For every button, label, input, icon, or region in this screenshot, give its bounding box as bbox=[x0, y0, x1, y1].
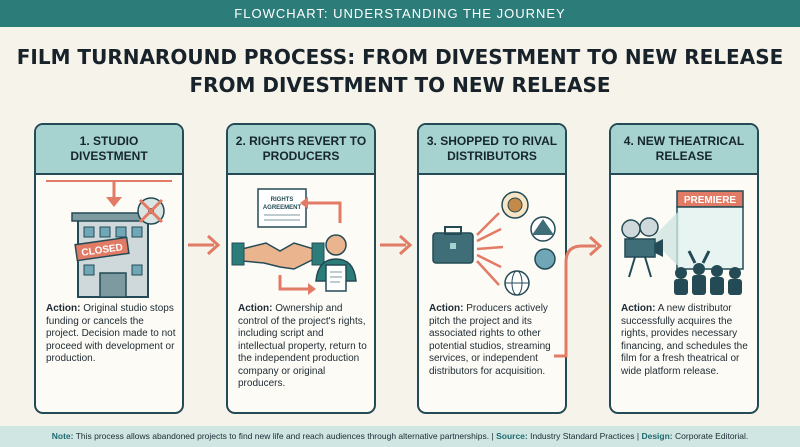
lion-logo-icon bbox=[501, 191, 529, 219]
film-projector-icon bbox=[621, 217, 663, 278]
down-arrow-icon bbox=[106, 181, 122, 207]
step-action: Action: Ownership and control of the pro… bbox=[238, 303, 367, 389]
step-action: Action: A new distributor successfully a… bbox=[621, 303, 748, 377]
step-action: Action: Producers actively pitch the pro… bbox=[429, 303, 551, 377]
step-card-4: 4. NEW THEATRICAL RELEASE PREMIERE Actio… bbox=[609, 123, 759, 414]
step-card-1: 1. STUDIO DIVESTMENT CLOSED bbox=[34, 123, 184, 414]
step-title: 1. STUDIO DIVESTMENT bbox=[36, 125, 182, 175]
step-title: 2. RIGHTS REVERT TO PRODUCERS bbox=[228, 125, 374, 175]
page-title: FILM TURNAROUND PROCESS: FROM DIVESTMENT… bbox=[0, 43, 800, 99]
top-banner: FLOWCHART: UNDERSTANDING THE JOURNEY bbox=[0, 0, 800, 27]
rights-revert-illustration: RIGHTS AGREEMENT bbox=[231, 188, 357, 295]
theatrical-release-illustration: PREMIERE bbox=[621, 190, 744, 295]
briefcase-icon bbox=[432, 226, 474, 264]
producer-icon bbox=[315, 234, 357, 292]
title-line-2: FROM DIVESTMENT TO NEW RELEASE bbox=[189, 73, 611, 97]
rights-document-icon: RIGHTS AGREEMENT bbox=[257, 188, 307, 228]
handshake-icon bbox=[231, 242, 325, 270]
shopped-distributors-illustration bbox=[432, 191, 556, 296]
step-title: 3. SHOPPED TO RIVAL DISTRIBUTORS bbox=[419, 125, 565, 175]
step-card-2: 2. RIGHTS REVERT TO PRODUCERS RIGHTS AGR… bbox=[226, 123, 376, 414]
step-card-3: 3. SHOPPED TO RIVAL DISTRIBUTORS bbox=[417, 123, 567, 414]
step-action: Action: Original studio stops funding or… bbox=[46, 303, 176, 364]
premiere-marquee-text: PREMIERE bbox=[684, 195, 737, 206]
svg-text:RIGHTS: RIGHTS bbox=[271, 197, 294, 203]
globe-icon bbox=[504, 248, 556, 296]
svg-text:AGREEMENT: AGREEMENT bbox=[263, 205, 302, 211]
mountain-logo-icon bbox=[530, 216, 556, 242]
premiere-screen-icon: PREMIERE bbox=[651, 190, 744, 270]
flow-arrow-1 bbox=[188, 234, 221, 256]
title-line-1: FILM TURNAROUND PROCESS: FROM DIVESTMENT… bbox=[16, 45, 784, 69]
footer-note: Note: This process allows abandoned proj… bbox=[0, 426, 800, 447]
flow-arrow-2 bbox=[380, 234, 413, 256]
flow-arrow-3 bbox=[554, 235, 603, 358]
prohibited-reel-icon bbox=[137, 197, 165, 225]
closed-building-icon: CLOSED bbox=[71, 212, 155, 298]
audience-icon bbox=[674, 250, 742, 295]
step-title: 4. NEW THEATRICAL RELEASE bbox=[611, 125, 757, 175]
studio-divestment-illustration: CLOSED bbox=[46, 180, 172, 298]
